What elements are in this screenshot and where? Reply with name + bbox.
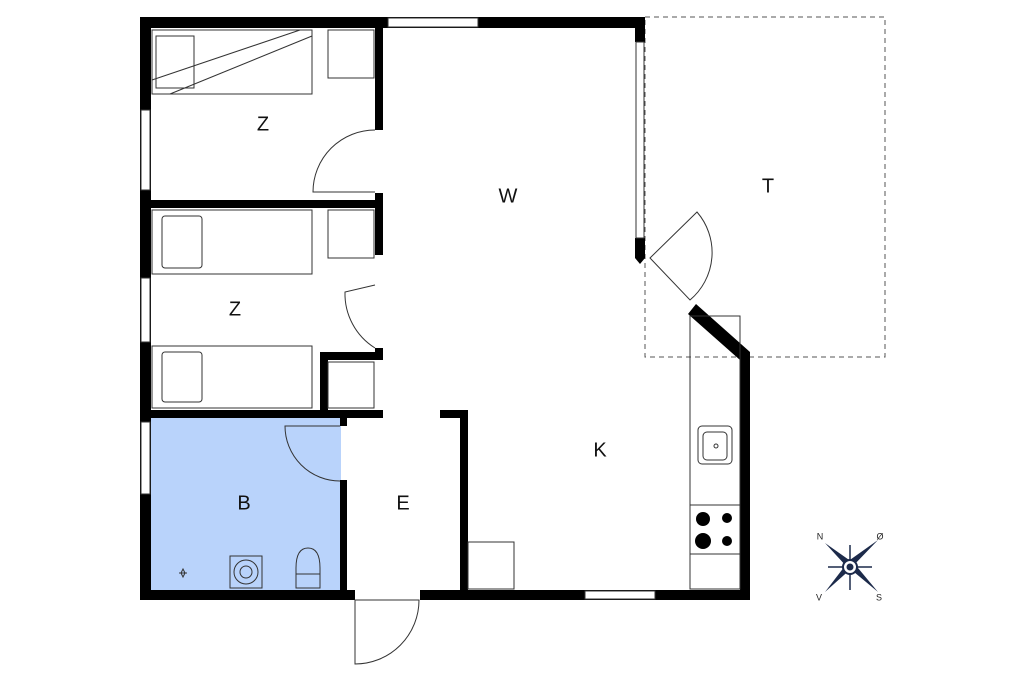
room-label-bathroom: B xyxy=(237,492,250,514)
room-label-bedroom-2: Z xyxy=(229,298,241,320)
compass-east: Ø xyxy=(876,531,883,541)
compass-west: V xyxy=(816,592,822,602)
terrace-outline xyxy=(644,16,886,358)
room-label-terrace: T xyxy=(762,175,774,197)
stove-burners xyxy=(695,512,732,549)
compass-north: N xyxy=(817,531,824,541)
furniture xyxy=(151,29,741,590)
bathroom-floor xyxy=(151,418,341,590)
compass-rose-icon: N Ø S V xyxy=(816,531,884,602)
windows xyxy=(140,17,656,600)
room-label-entrance: E xyxy=(396,492,409,514)
room-label-kitchen: K xyxy=(593,439,607,461)
compass-south: S xyxy=(876,592,882,602)
room-label-bedroom-1: Z xyxy=(257,113,269,135)
doors xyxy=(284,129,713,665)
room-label-living: W xyxy=(499,185,518,207)
